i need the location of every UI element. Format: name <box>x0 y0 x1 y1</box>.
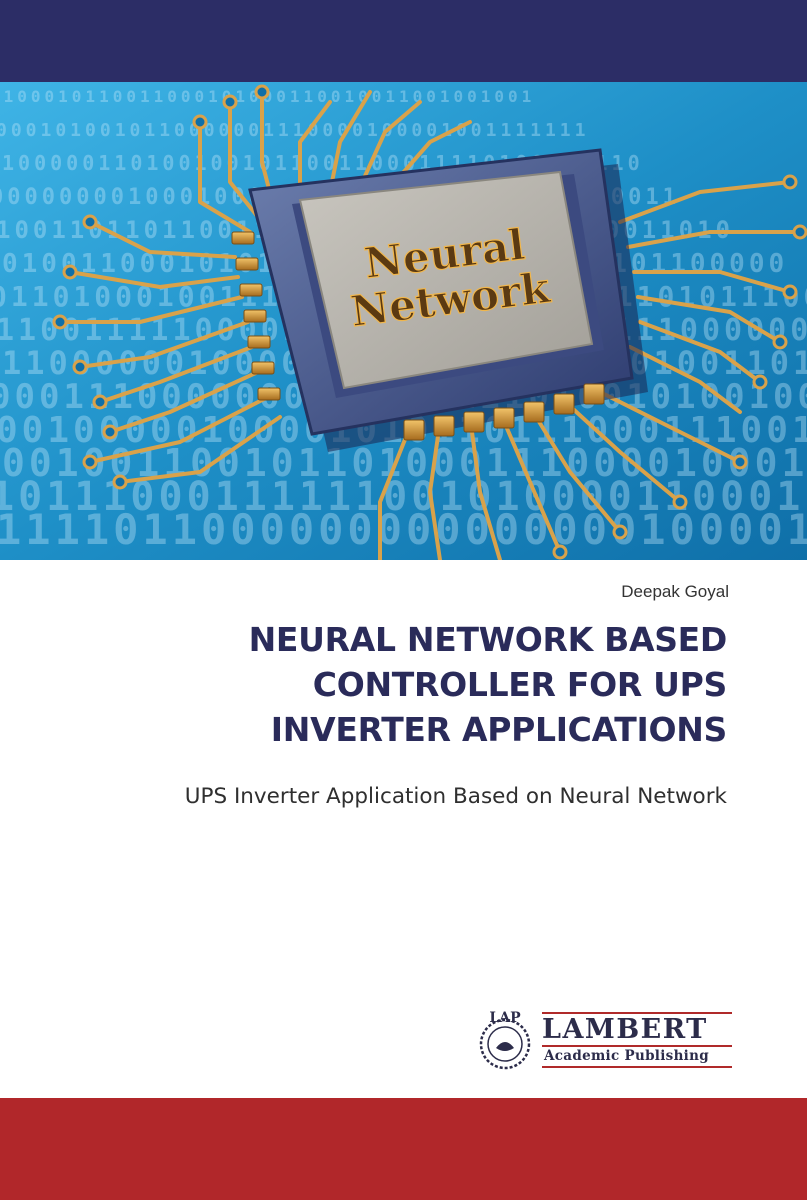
bottom-color-band <box>0 1098 807 1200</box>
svg-text:LAP: LAP <box>489 1010 521 1026</box>
publisher-name: LAMBERT <box>542 1014 708 1045</box>
lap-seal-icon: LAP <box>479 1010 531 1070</box>
circuit-traces <box>58 90 802 560</box>
publisher-rule-bottom <box>542 1066 732 1068</box>
binary-row: 0001010010110000001110000100001001111111 <box>0 120 589 141</box>
trace-pads <box>52 84 807 560</box>
binary-row: 0010011001011010001110000100011000000111 <box>2 441 807 485</box>
processor-chip: Neural Network <box>231 148 648 452</box>
top-color-band <box>0 0 807 82</box>
book-title: NEURAL NETWORK BASED CONTROLLER FOR UPS … <box>87 617 728 752</box>
book-subtitle: UPS Inverter Application Based on Neural… <box>184 784 727 809</box>
publisher-rule-middle <box>542 1045 732 1047</box>
binary-row: 1111011000000000000000100001010111011011 <box>0 505 807 554</box>
cover-illustration: 0100010110011000101000110010011001001001… <box>0 82 807 560</box>
book-title-line: NEURAL NETWORK BASED <box>248 620 728 659</box>
publisher-logo: LAP LAMBERT Academic Publishing <box>474 1008 736 1074</box>
publisher-rule-top <box>542 1012 732 1014</box>
publisher-tagline: Academic Publishing <box>544 1048 709 1064</box>
author-name: Deepak Goyal <box>621 582 729 601</box>
book-title-line: INVERTER APPLICATIONS <box>270 710 728 749</box>
book-title-line: CONTROLLER FOR UPS <box>312 665 728 704</box>
